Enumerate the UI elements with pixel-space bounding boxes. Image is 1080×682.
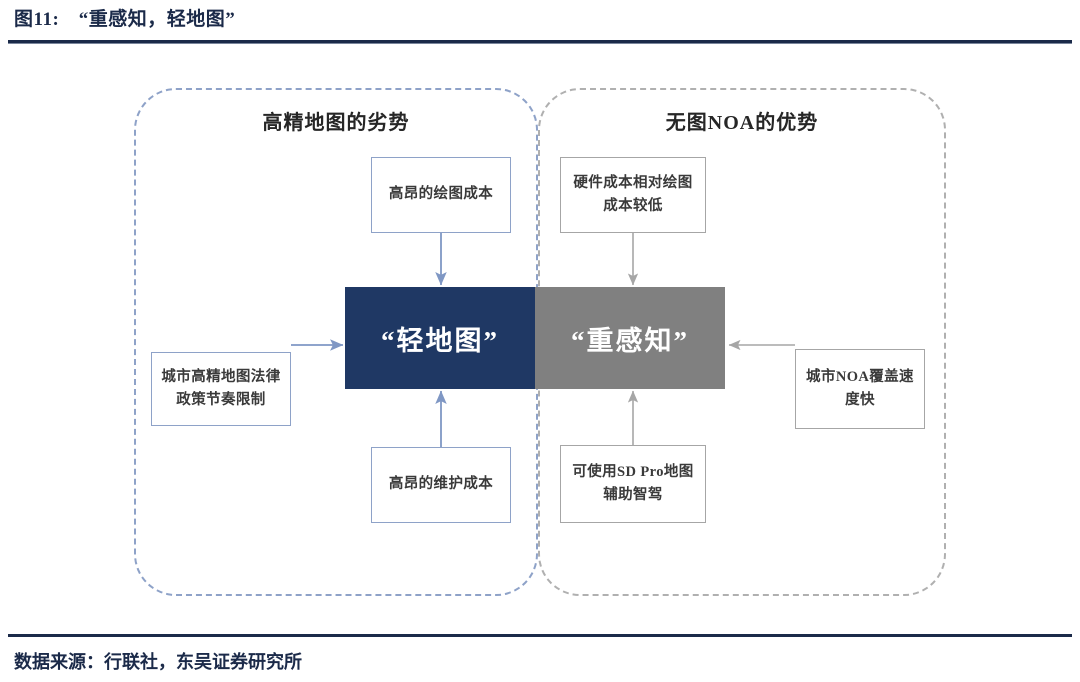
source-note: 数据来源：行联社，东吴证券研究所 — [14, 652, 302, 672]
node-legal-policy[interactable]: 城市高精地图法律政策节奏限制 — [151, 352, 291, 426]
center-node-light-map[interactable]: “轻地图” — [345, 287, 535, 389]
header-divider — [8, 40, 1072, 44]
footer-divider — [8, 634, 1072, 637]
node-sd-pro-map[interactable]: 可使用SD Pro地图辅助智驾 — [560, 445, 706, 523]
node-noa-coverage-speed[interactable]: 城市NOA覆盖速度快 — [795, 349, 925, 429]
page-title: 图11: “重感知，轻地图” — [14, 9, 236, 30]
group-title-right: 无图NOA的优势 — [665, 112, 819, 134]
figure-header: 图11: “重感知，轻地图” — [0, 0, 1080, 44]
center-block: “轻地图” “重感知” — [345, 287, 725, 389]
center-node-heavy-perception[interactable]: “重感知” — [535, 287, 725, 389]
group-title-left: 高精地图的劣势 — [262, 112, 410, 134]
node-draw-cost[interactable]: 高昂的绘图成本 — [371, 157, 511, 233]
node-maintenance-cost[interactable]: 高昂的维护成本 — [371, 447, 511, 523]
node-hardware-cost[interactable]: 硬件成本相对绘图成本较低 — [560, 157, 706, 233]
diagram-canvas: 高精地图的劣势 无图NOA的优势 高昂的绘图成本 城市高精地图法律政策节奏限制 — [0, 44, 1080, 632]
